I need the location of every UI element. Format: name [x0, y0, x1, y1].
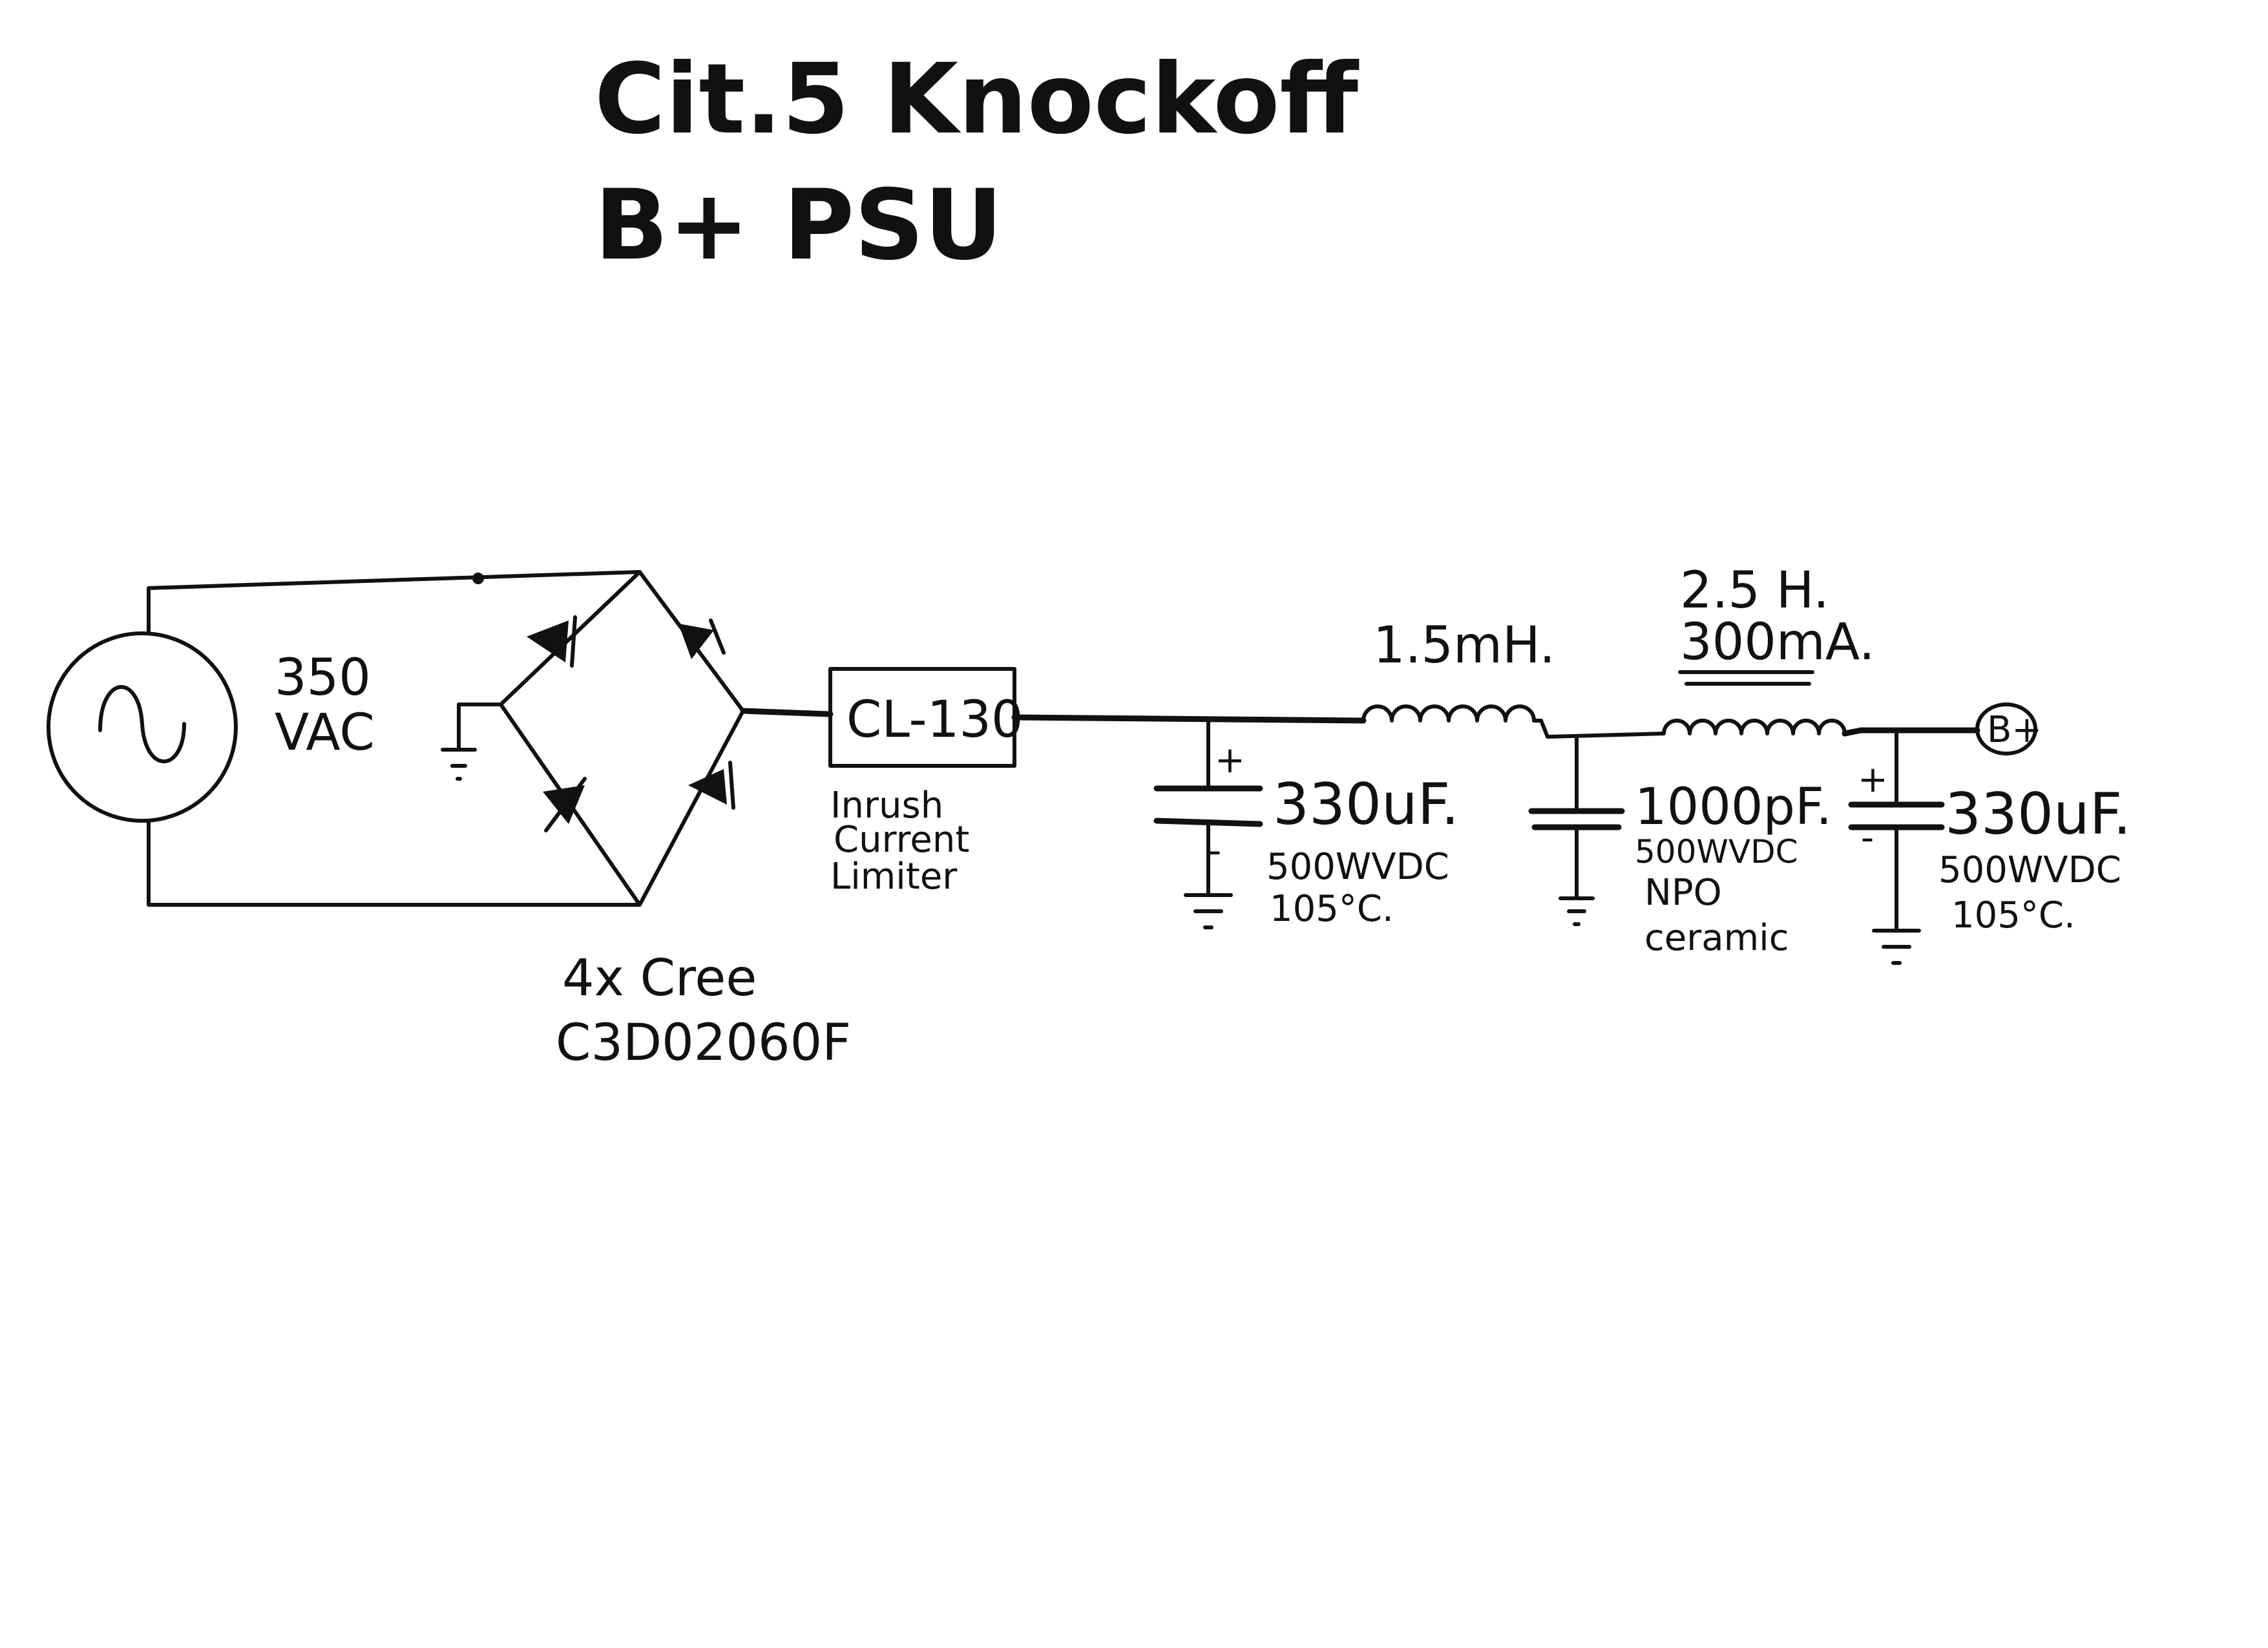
diode-d2: [678, 618, 726, 659]
limiter-desc-line-2: Current: [834, 819, 969, 861]
output-label: B+: [1987, 709, 2042, 751]
cap3-value-label: 330uF.: [1945, 781, 2131, 847]
title-line-1: Cit.5 Knockoff: [594, 43, 1360, 156]
cap1-minus-mark: -: [1208, 830, 1221, 872]
ac-sine-icon: [98, 685, 186, 763]
limiter-desc-line-1: Inrush: [830, 785, 943, 827]
cap2-type-line-2: ceramic: [1644, 917, 1789, 959]
wire-choke-to-output: [1842, 727, 1980, 737]
wire-inductor-to-choke: [1532, 719, 1666, 739]
limiter-desc-line-3: Limiter: [830, 856, 958, 898]
choke-value-label: 2.5 H.: [1680, 562, 1829, 620]
capacitor-c2: [1528, 735, 1625, 926]
rectifier-label-line-2: C3D02060F: [556, 1014, 851, 1072]
ac-source-circle: [47, 631, 238, 823]
cap2-rating-label: 500WVDC: [1635, 833, 1798, 871]
ac-source: [47, 631, 238, 823]
cap1-value-label: 330uF.: [1273, 771, 1459, 838]
inductor1-value-label: 1.5mH.: [1373, 617, 1555, 675]
cap3-temp-label: 105°C.: [1951, 894, 2075, 936]
bridge-rectifier: [441, 570, 745, 907]
choke-current-label: 300mA.: [1680, 613, 1875, 671]
diode-d4: [688, 761, 735, 810]
source-wires: [147, 570, 642, 907]
cap3-rating-label: 500WVDC: [1938, 849, 2121, 891]
cap1-plus-mark: +: [1215, 739, 1245, 781]
rectifier-label-line-1: 4x Cree: [562, 949, 757, 1008]
choke-l2: [1662, 670, 1847, 735]
cap2-type-line-1: NPO: [1644, 872, 1722, 914]
output-terminal: [1975, 703, 2037, 755]
source-unit-label: VAC: [275, 704, 375, 762]
capacitor-c1: [1153, 719, 1263, 929]
inductor-l1: [1361, 704, 1536, 723]
diode-d1: [527, 615, 577, 668]
cap2-value-label: 1000pF.: [1635, 778, 1832, 836]
title-line-2: B+ PSU: [594, 169, 1003, 282]
cap1-rating-label: 500WVDC: [1266, 846, 1449, 888]
diode-d3: [543, 777, 587, 832]
wire-limiter-to-inductor: [1011, 714, 1367, 724]
limiter-part-label: CL-130: [846, 691, 1024, 749]
cap3-plus-mark: +: [1858, 759, 1888, 801]
capacitor-c3: [1848, 732, 1945, 965]
cap1-temp-label: 105°C.: [1270, 888, 1394, 930]
wire-bridge-to-limiter: [740, 708, 834, 717]
cap3-minus-mark: -: [1861, 817, 1874, 859]
source-voltage-label: 350: [275, 649, 371, 707]
